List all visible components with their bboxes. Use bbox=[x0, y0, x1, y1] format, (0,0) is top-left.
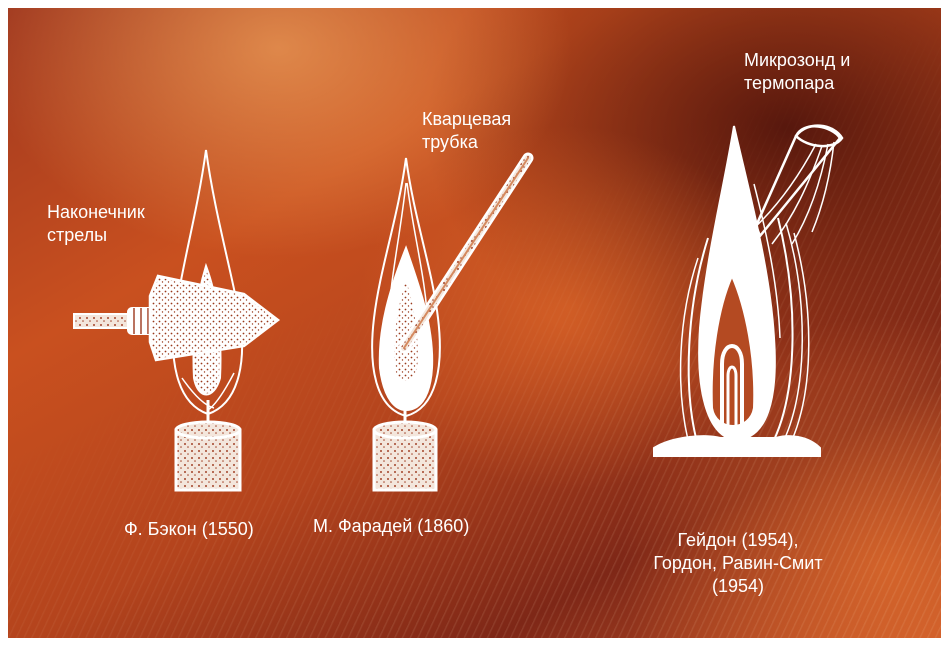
faraday-candle bbox=[372, 158, 528, 490]
arrow-shaft bbox=[74, 314, 132, 328]
caption-bacon: Ф. Бэкон (1550) bbox=[124, 518, 254, 541]
label-microprobe-line-1: Микрозонд и bbox=[744, 49, 850, 72]
label-microprobe-line-2: термопара bbox=[744, 72, 850, 95]
diagram-frame: Наконечник стрелы Кварцевая трубка Микро… bbox=[8, 8, 941, 638]
caption-gaydon: Гейдон (1954), Гордон, Равин-Смит (1954) bbox=[628, 529, 848, 598]
faraday-candle-top bbox=[374, 422, 436, 438]
bacon-candle-top bbox=[176, 422, 240, 438]
label-arrowhead-line-2: стрелы bbox=[47, 224, 145, 247]
label-quartz-tube-line-1: Кварцевая bbox=[422, 108, 511, 131]
quartz-tube bbox=[404, 158, 528, 348]
gaydon-flame bbox=[654, 126, 842, 456]
arrowhead-shape bbox=[150, 276, 278, 360]
microprobe bbox=[752, 126, 842, 244]
label-microprobe: Микрозонд и термопара bbox=[744, 49, 850, 95]
caption-gaydon-line-1: Гейдон (1954), bbox=[628, 529, 848, 552]
label-quartz-tube: Кварцевая трубка bbox=[422, 108, 511, 154]
caption-gaydon-line-3: (1954) bbox=[628, 575, 848, 598]
caption-faraday: М. Фарадей (1860) bbox=[313, 515, 469, 538]
label-quartz-tube-line-2: трубка bbox=[422, 131, 511, 154]
caption-gaydon-line-2: Гордон, Равин-Смит bbox=[628, 552, 848, 575]
label-arrowhead: Наконечник стрелы bbox=[47, 201, 145, 247]
label-arrowhead-line-1: Наконечник bbox=[47, 201, 145, 224]
